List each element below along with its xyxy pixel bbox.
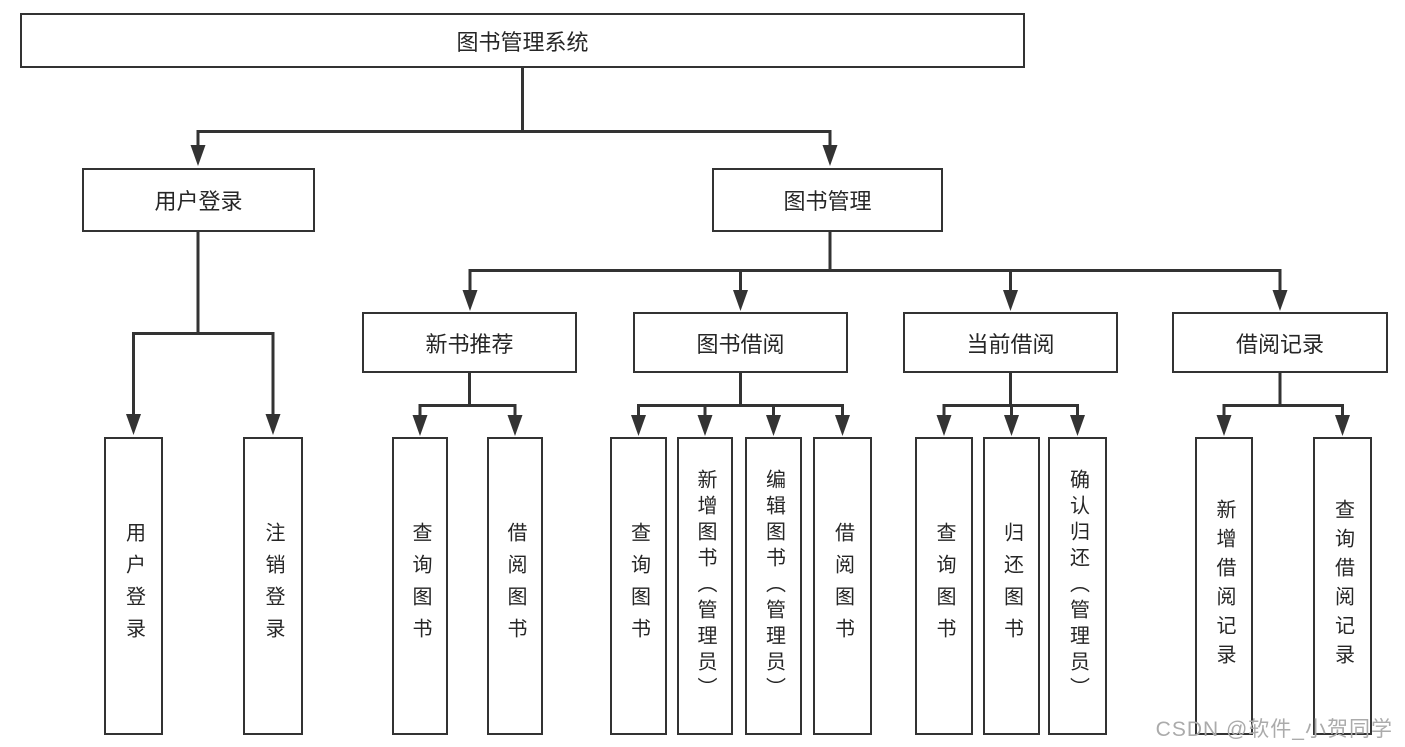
node-user-login: 用户登录 [82,168,315,232]
node-label: 查询图书 [627,522,650,650]
arrow-down-icon [190,145,206,166]
node-label: 借阅图书 [831,522,854,650]
node-label: 图书管理系统 [456,29,589,55]
arrow-down-icon [936,415,952,436]
node-leaf-user-login: 用户登录 [104,437,163,735]
node-leaf-add-borrow-record: 新增借阅记录 [1195,437,1253,735]
node-label: 新增借阅记录 [1213,499,1235,673]
connector-user-login-children [132,232,275,418]
node-book-borrow: 图书借阅 [633,312,848,373]
node-label: 查询图书 [409,522,431,650]
connector-book-borrow-children [637,373,844,419]
node-leaf-return-book: 归还图书 [983,437,1040,735]
node-label: 当前借阅 [966,331,1055,357]
node-label: 注销登录 [262,522,284,650]
node-label: 图书借阅 [696,331,785,357]
node-leaf-logout: 注销登录 [243,437,303,735]
arrow-down-icon [265,414,281,435]
node-borrow-records: 借阅记录 [1172,312,1388,373]
node-current-borrow: 当前借阅 [903,312,1118,373]
node-label: 用户登录 [154,189,243,214]
node-leaf-confirm-return-admin: 确认归还（管理员） [1048,437,1107,735]
connector-new-book-rec-children [418,373,517,419]
arrow-down-icon [412,415,428,436]
csdn-watermark: CSDN @软件_小贺同学 [1155,718,1393,741]
arrow-down-icon [1070,415,1085,436]
arrow-down-icon [126,414,141,435]
node-leaf-query-borrow-record: 查询借阅记录 [1313,437,1372,735]
node-label: 新书推荐 [425,331,514,357]
arrow-down-icon [733,290,748,311]
node-label: 查询借阅记录 [1331,499,1354,673]
connector-root-to-level1 [196,68,832,148]
arrow-down-icon [766,415,781,436]
node-leaf-query-book-1: 查询图书 [392,437,448,735]
node-label: 借阅记录 [1235,331,1324,357]
node-leaf-borrow-book-2: 借阅图书 [813,437,872,735]
node-label: 借阅图书 [504,522,526,650]
node-label: 查询图书 [933,522,955,650]
arrow-down-icon [822,145,838,166]
connector-current-borrow-children [942,373,1079,419]
node-leaf-query-book-3: 查询图书 [915,437,973,735]
arrow-down-icon [1003,290,1018,311]
node-leaf-borrow-book-1: 借阅图书 [487,437,543,735]
arrow-down-icon [835,415,850,436]
node-label: 新增图书（管理员） [694,469,716,703]
node-label: 图书管理 [783,189,872,214]
node-label: 编辑图书（管理员） [762,469,785,703]
arrow-down-icon [631,415,646,436]
arrow-down-icon [507,415,523,436]
arrow-down-icon [1272,290,1288,311]
node-label: 归还图书 [1000,522,1023,650]
node-book-management: 图书管理 [712,168,943,232]
node-leaf-edit-book-admin: 编辑图书（管理员） [745,437,802,735]
arrow-down-icon [697,415,713,436]
node-root: 图书管理系统 [20,13,1025,68]
connector-borrow-records-children [1222,373,1344,419]
node-label: 用户登录 [122,522,145,650]
arrow-down-icon [462,290,478,311]
node-new-book-recommend: 新书推荐 [362,312,577,373]
arrow-down-icon [1004,415,1019,436]
connector-book-mgmt-children [468,232,1282,293]
arrow-down-icon [1335,415,1350,436]
node-leaf-add-book-admin: 新增图书（管理员） [677,437,733,735]
arrow-down-icon [1216,415,1232,436]
node-label: 确认归还（管理员） [1066,469,1089,703]
node-leaf-query-book-2: 查询图书 [610,437,667,735]
